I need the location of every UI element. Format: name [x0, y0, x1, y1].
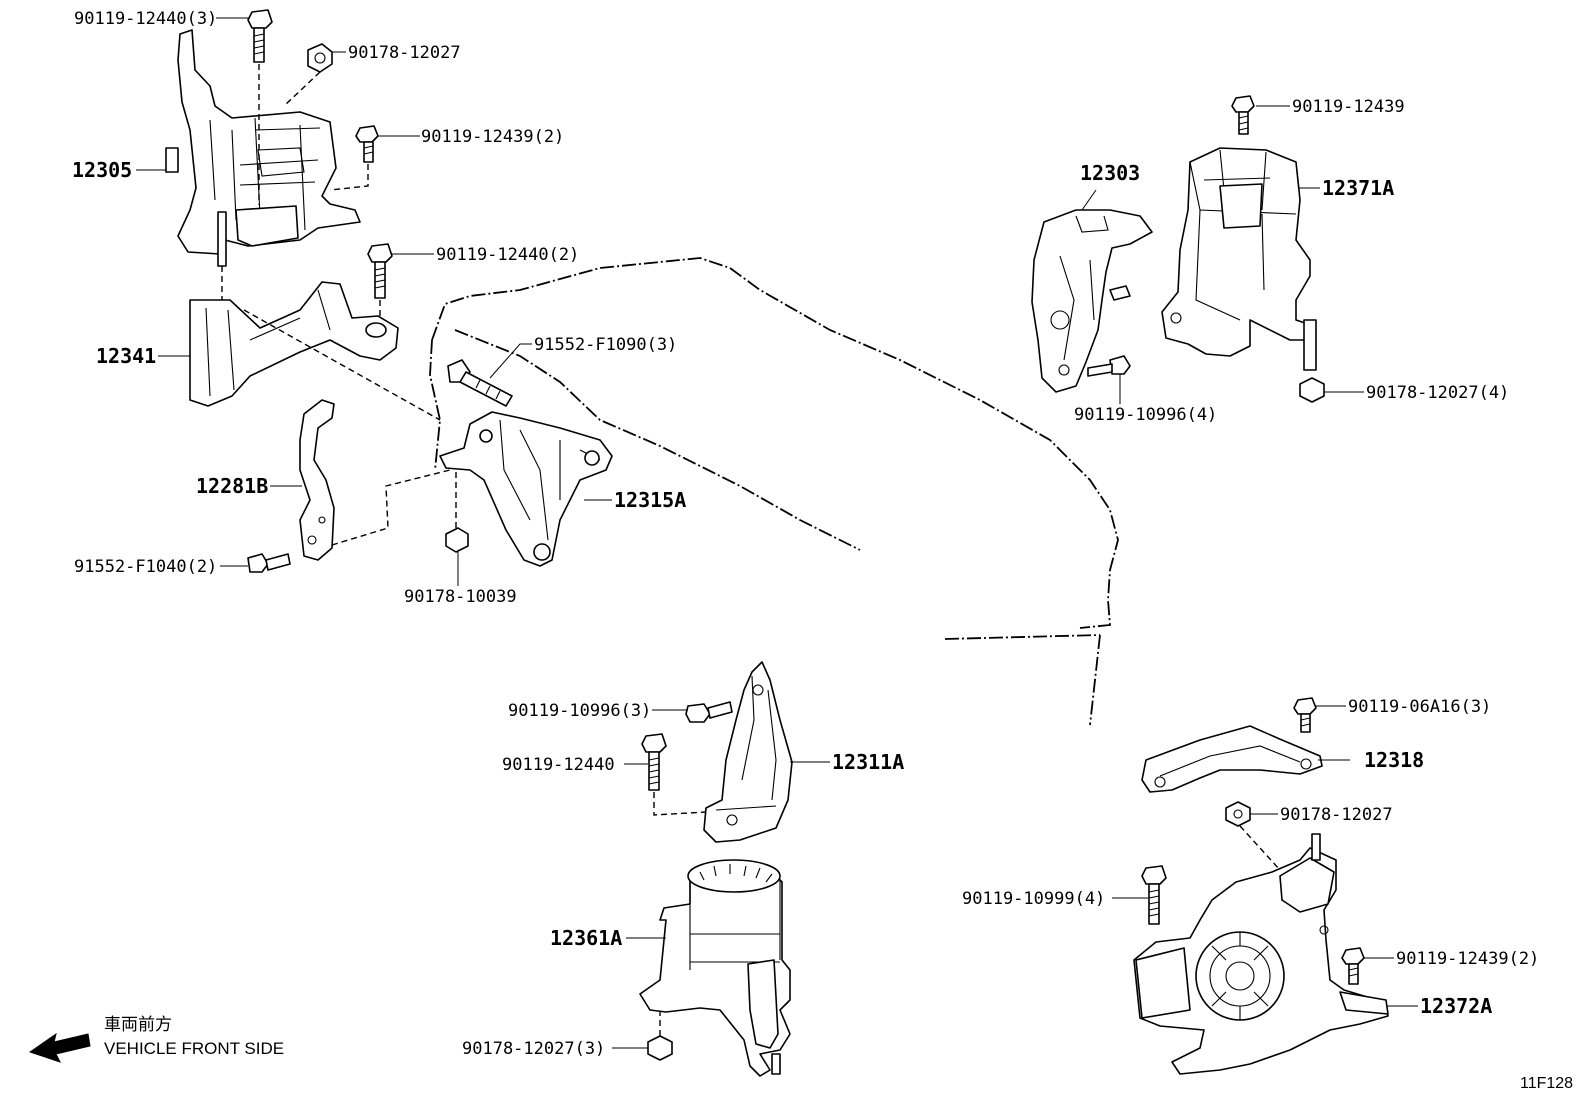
bolt-91552-F1090 [447, 359, 513, 407]
nut-90178-12027-br [1225, 801, 1251, 827]
bolt-90119-12440-center [641, 733, 667, 791]
label-90178-10039: 90178-10039 [404, 587, 517, 607]
label-90119-12440-center: 90119-12440 [502, 755, 615, 775]
nut-90178-12027-top [307, 43, 333, 73]
label-12372A: 12372A [1420, 994, 1492, 1018]
bolt-90119-06A16 [1293, 697, 1317, 733]
engine-outline [429, 257, 1119, 726]
label-90119-10996-3: 90119-10996(3) [508, 701, 651, 721]
label-90119-12439-2-top: 90119-12439(2) [421, 127, 564, 147]
bolt-91552-F1040 [247, 553, 291, 573]
callout-labels: 90119-12440(3) 90178-12027 90119-12439(2… [72, 9, 1539, 1059]
bolt-90119-10996-right [1087, 355, 1131, 377]
bolt-90119-12440-mid [367, 243, 393, 299]
part-12341-bracket [189, 281, 399, 407]
dash-12311a [653, 792, 707, 816]
label-12318: 12318 [1364, 748, 1424, 772]
label-12305: 12305 [72, 158, 132, 182]
part-12303-bracket [1031, 209, 1153, 393]
label-12303: 12303 [1080, 161, 1140, 185]
nut-90178-12027-right [1299, 377, 1325, 403]
label-90119-10996-4: 90119-10996(4) [1074, 405, 1217, 425]
label-90119-12440-3: 90119-12440(3) [74, 9, 217, 29]
nut-90178-12027-bottom [647, 1035, 673, 1061]
label-90119-10999-4: 90119-10999(4) [962, 889, 1105, 909]
front-arrow-icon [28, 1032, 91, 1063]
label-91552-F1040-2: 91552-F1040(2) [74, 557, 217, 577]
bolt-90119-12439-top [355, 125, 379, 163]
bolt-90119-12439-top-right [1231, 95, 1255, 135]
part-12318-bracket [1141, 725, 1323, 793]
vehicle-front-direction: 車両前方 VEHICLE FRONT SIDE [28, 1015, 284, 1063]
label-90119-12439-2-br: 90119-12439(2) [1396, 949, 1539, 969]
part-12305-engine-mount [165, 29, 361, 267]
label-91552-F1090-3: 91552-F1090(3) [534, 335, 677, 355]
figure-code: 11F128 [1520, 1075, 1573, 1092]
label-12341: 12341 [96, 344, 156, 368]
label-90178-12027-4: 90178-12027(4) [1366, 383, 1509, 403]
label-90119-06A16-3: 90119-06A16(3) [1348, 697, 1491, 717]
label-90119-12440-2: 90119-12440(2) [436, 245, 579, 265]
label-90178-12027-br: 90178-12027 [1280, 805, 1393, 825]
bolt-90119-10996-mid [685, 701, 733, 723]
part-12372a-mount [1133, 833, 1389, 1075]
direction-japanese: 車両前方 [104, 1015, 172, 1034]
dash-12318 [1239, 825, 1281, 871]
label-12281B: 12281B [196, 474, 268, 498]
label-12361A: 12361A [550, 926, 622, 950]
leader-lines [136, 17, 1418, 1049]
bolt-90119-10999 [1141, 865, 1167, 925]
part-12281b-hook-bracket [299, 399, 335, 561]
direction-english: VEHICLE FRONT SIDE [104, 1039, 284, 1058]
part-12361a-mount [639, 859, 791, 1077]
label-12311A: 12311A [832, 750, 904, 774]
nut-90178-10039 [445, 527, 469, 553]
label-12371A: 12371A [1322, 176, 1394, 200]
part-12311a-bracket [703, 661, 793, 843]
label-90178-12027-3: 90178-12027(3) [462, 1039, 605, 1059]
label-90119-12439-tr: 90119-12439 [1292, 97, 1405, 117]
part-12315a-bracket [439, 411, 613, 567]
bolt-90119-12440-top [247, 9, 273, 63]
label-90178-12027-top: 90178-12027 [348, 43, 461, 63]
assembly-dashed-lines-left [221, 64, 457, 546]
bolt-90119-12439-br [1341, 947, 1365, 985]
part-12371a-mount [1161, 147, 1317, 371]
label-12315A: 12315A [614, 488, 686, 512]
